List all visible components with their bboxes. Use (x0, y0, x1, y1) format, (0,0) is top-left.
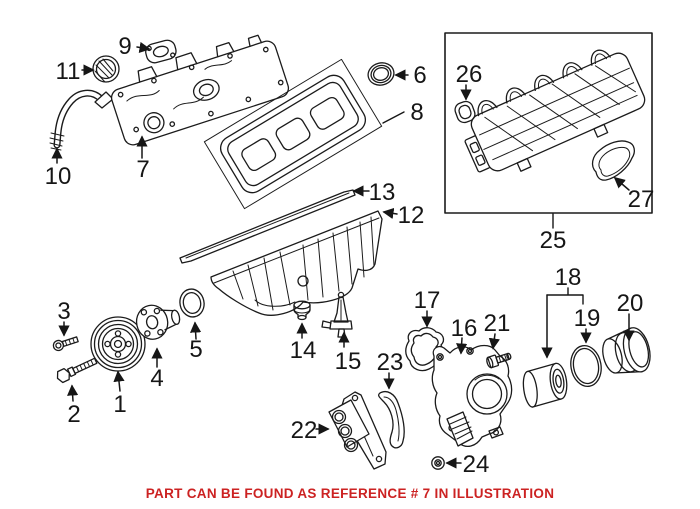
part-20-filter-cap-drawing (602, 327, 651, 374)
callout-2-label: 2 (67, 401, 80, 428)
part-2-bolt-drawing (56, 357, 98, 384)
callout-1-arrow (113, 370, 125, 392)
callout-18-bracket (546, 287, 584, 305)
part-16-oil-filter-housing-drawing (431, 344, 513, 448)
part-1-crankshaft-pulley-drawing (90, 316, 146, 372)
callout-7-label: 7 (136, 156, 149, 183)
callout-5-arrow (189, 321, 202, 340)
callout-12-label: 12 (398, 202, 425, 229)
callout-19-label: 19 (574, 305, 601, 332)
part-14-drain-plug-drawing (293, 300, 311, 321)
callout-24-label: 24 (463, 451, 490, 478)
callout-12-arrow (382, 207, 398, 220)
callout-15-label: 15 (335, 348, 362, 375)
callout-14-label: 14 (290, 337, 317, 364)
callout-3-label: 3 (57, 298, 70, 325)
callout-26-label: 26 (456, 61, 483, 88)
callout-20-label: 20 (617, 290, 644, 317)
callout-21-label: 21 (484, 310, 511, 337)
callout-9-label: 9 (118, 33, 131, 60)
part-22-oil-cooler-drawing (328, 391, 387, 470)
callout-6-label: 6 (413, 62, 426, 89)
part-9-gasket-plate-drawing (145, 39, 177, 64)
part-7-valve-cover-drawing (110, 34, 290, 146)
callout-10-label: 10 (45, 163, 72, 190)
callout-23-label: 23 (377, 349, 404, 376)
callout-17-label: 17 (414, 287, 441, 314)
callout-22-label: 22 (291, 417, 318, 444)
part-19-o-ring-drawing (570, 344, 602, 388)
callout-2-arrow (67, 384, 79, 402)
part-11-oil-filler-cap-drawing (92, 55, 120, 83)
part-6-seal-drawing (367, 62, 395, 86)
callout-27-label: 27 (628, 186, 655, 213)
part-12-oil-pan-drawing (210, 210, 383, 316)
callout-8-leader (382, 111, 405, 124)
callout-18-label: 18 (555, 264, 582, 291)
part-8-valve-cover-gasket-drawing (203, 58, 383, 210)
callout-8-label: 8 (410, 99, 423, 126)
part-24-nut-drawing (431, 456, 445, 470)
part-4-hub-drawing (135, 304, 181, 340)
part-5-seal-ring-drawing (179, 288, 205, 318)
part-18-oil-filter-drawing (522, 362, 568, 408)
part-21-bolt-drawing (486, 352, 512, 369)
callout-16-label: 16 (451, 315, 478, 342)
callout-9-arrow (136, 41, 151, 53)
callout-5-label: 5 (189, 336, 202, 363)
callout-16-arrow (456, 337, 468, 355)
part-10-vent-hose-drawing (49, 89, 114, 151)
inset-box (444, 32, 653, 214)
part-27-manifold-gasket-drawing (591, 140, 635, 181)
callout-13-label: 13 (369, 179, 396, 206)
part-23-guide-rail-drawing (377, 390, 405, 449)
callout-1-label: 1 (113, 391, 126, 418)
callout-27-arrow (613, 176, 630, 191)
callout-11-label: 11 (56, 58, 81, 85)
part-3-bolt-drawing (52, 336, 79, 352)
callout-4-label: 4 (150, 365, 163, 392)
callout-21-arrow (488, 333, 500, 350)
callout-25-label: 25 (540, 227, 567, 254)
caption-text: PART CAN BE FOUND AS REFERENCE # 7 IN IL… (145, 486, 555, 501)
part-25-intake-manifold-drawing (464, 49, 646, 173)
part-15-oil-level-sensor-drawing (321, 291, 353, 338)
part-26-seal-drawing (454, 100, 476, 124)
